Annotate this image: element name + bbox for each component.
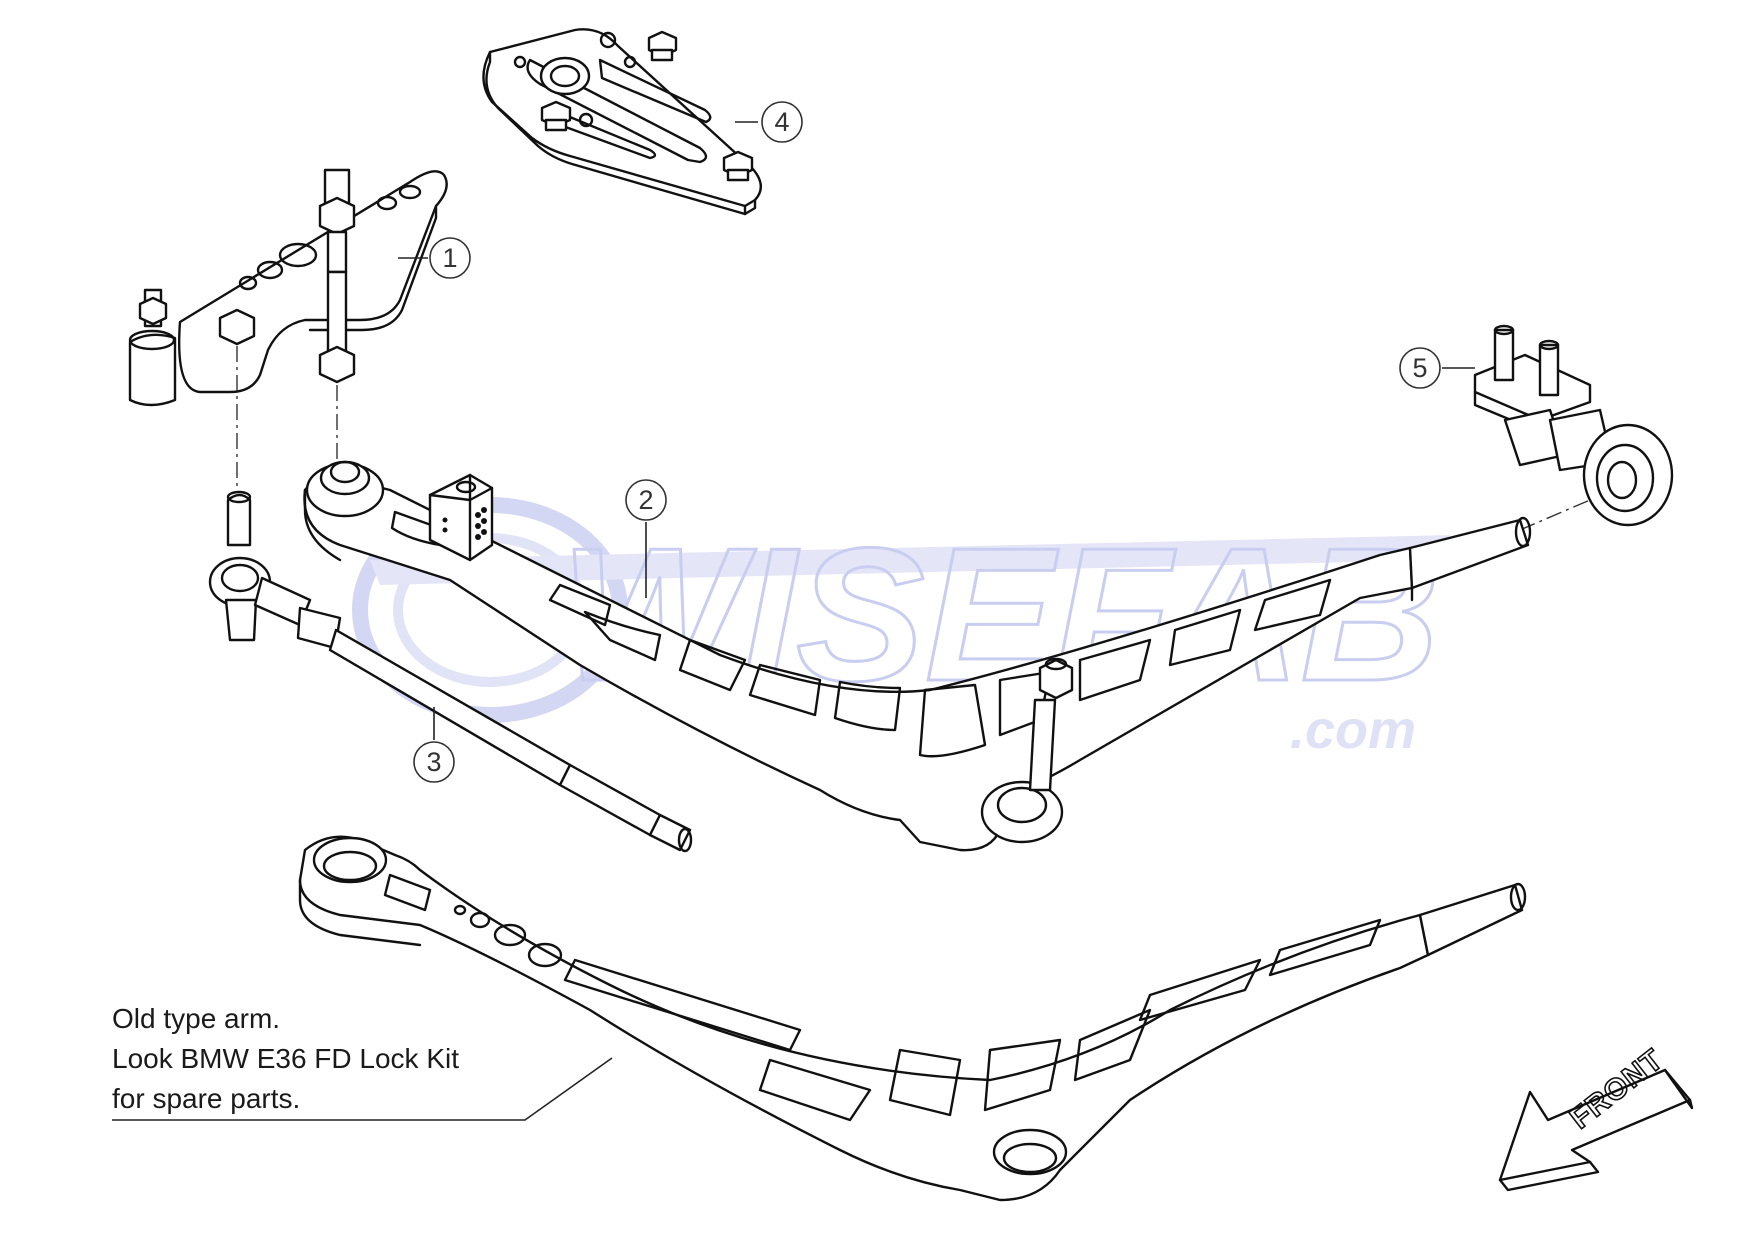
- callout-2-label: 2: [638, 485, 653, 515]
- centerline-5: [1519, 499, 1591, 531]
- watermark-suffix: .com: [1290, 700, 1416, 760]
- callout-4: 4: [761, 101, 803, 143]
- callout-1-label: 1: [442, 243, 457, 273]
- note-leader: [112, 1057, 613, 1121]
- part-1-knuckle-adapter: [128, 168, 448, 407]
- note-line-1: Old type arm.: [112, 1003, 280, 1034]
- part-4-mount-plate: [482, 28, 762, 216]
- callout-4-label: 4: [774, 107, 789, 137]
- callout-2: 2: [625, 479, 667, 521]
- front-direction-arrow: FRONT: [1498, 1042, 1694, 1192]
- callout-3-label: 3: [426, 747, 441, 777]
- part-2-control-arm: [303, 460, 1532, 852]
- callout-5-label: 5: [1412, 353, 1427, 383]
- callout-1: 1: [429, 237, 471, 279]
- part-5-rod-end: [1473, 324, 1674, 527]
- callout-3: 3: [413, 741, 455, 783]
- watermark-swoosh: [370, 535, 1450, 585]
- note-line-2: Look BMW E36 FD Lock Kit: [112, 1043, 459, 1074]
- part-3-tie-rod: [208, 490, 693, 853]
- old-arm-note: Old type arm. Look BMW E36 FD Lock Kit f…: [112, 1003, 613, 1121]
- callout-5: 5: [1399, 347, 1441, 389]
- note-line-3: for spare parts.: [112, 1083, 300, 1114]
- old-type-arm: [298, 835, 1527, 1202]
